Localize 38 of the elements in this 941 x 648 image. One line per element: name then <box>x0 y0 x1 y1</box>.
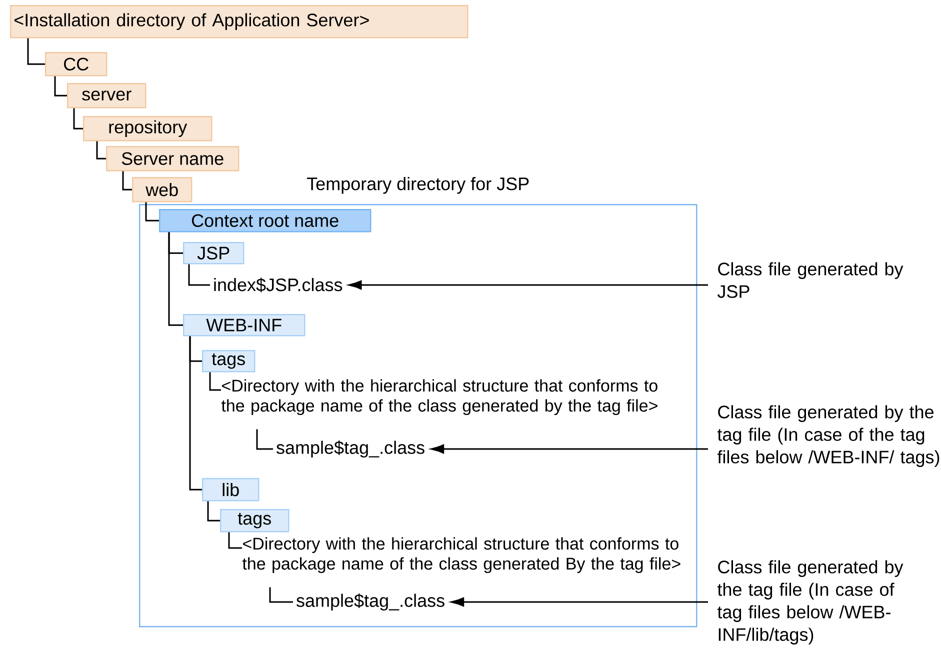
arrow <box>431 444 708 454</box>
tree-line <box>256 429 273 450</box>
file-name: index$JSP.class <box>214 278 342 292</box>
arrow <box>348 280 708 290</box>
folder-box: repository <box>83 116 212 142</box>
tree-line <box>189 336 202 490</box>
folder-box: server <box>67 83 146 108</box>
file-name: sample$tag_.class <box>296 593 444 611</box>
tree-line <box>188 264 210 286</box>
node-label: Temporary directory for JSP <box>306 177 529 194</box>
folder-box: WEB-INF <box>183 314 306 336</box>
callout-text: Class file generated by the tag file (In case of tag files below /WEB-INF/lib/tags) <box>717 560 904 644</box>
folder-box: Server name <box>106 146 240 172</box>
tree-line <box>168 232 183 326</box>
folder-box: JSP <box>183 242 244 264</box>
tree-line <box>122 171 132 190</box>
tree-line <box>96 141 106 160</box>
tree-line <box>27 38 45 65</box>
folder-box: Context root name <box>159 209 372 232</box>
tree-line <box>73 108 83 130</box>
tree-line <box>209 372 221 391</box>
arrow <box>451 597 708 607</box>
folder-box: CC <box>45 52 108 76</box>
tree-line <box>145 202 159 222</box>
directory-text: <Directory with the hierarchical structure that conforms to the package name of the class generated by the tag file> <box>221 379 658 416</box>
tree-line <box>54 76 67 96</box>
folder-box: tags <box>202 350 256 372</box>
folder-box: <Installation directory of Application Server> <box>10 5 468 38</box>
callout-text: Class file generated by the tag file (In case of the tag files below /WEB-INF/ tags) <box>717 405 940 467</box>
tree-line <box>207 501 220 522</box>
tree-line <box>269 587 293 603</box>
folder-box: lib <box>202 478 260 502</box>
folder-box: web <box>132 177 192 202</box>
folder-box: tags <box>220 509 290 532</box>
tree-line <box>228 532 242 549</box>
callout-text: Class file generated by JSP <box>718 262 904 298</box>
file-name: sample$tag_.class <box>276 440 424 458</box>
directory-text: <Directory with the hierarchical structure that conforms to the package name of the class generated By the tag file> <box>242 537 680 574</box>
